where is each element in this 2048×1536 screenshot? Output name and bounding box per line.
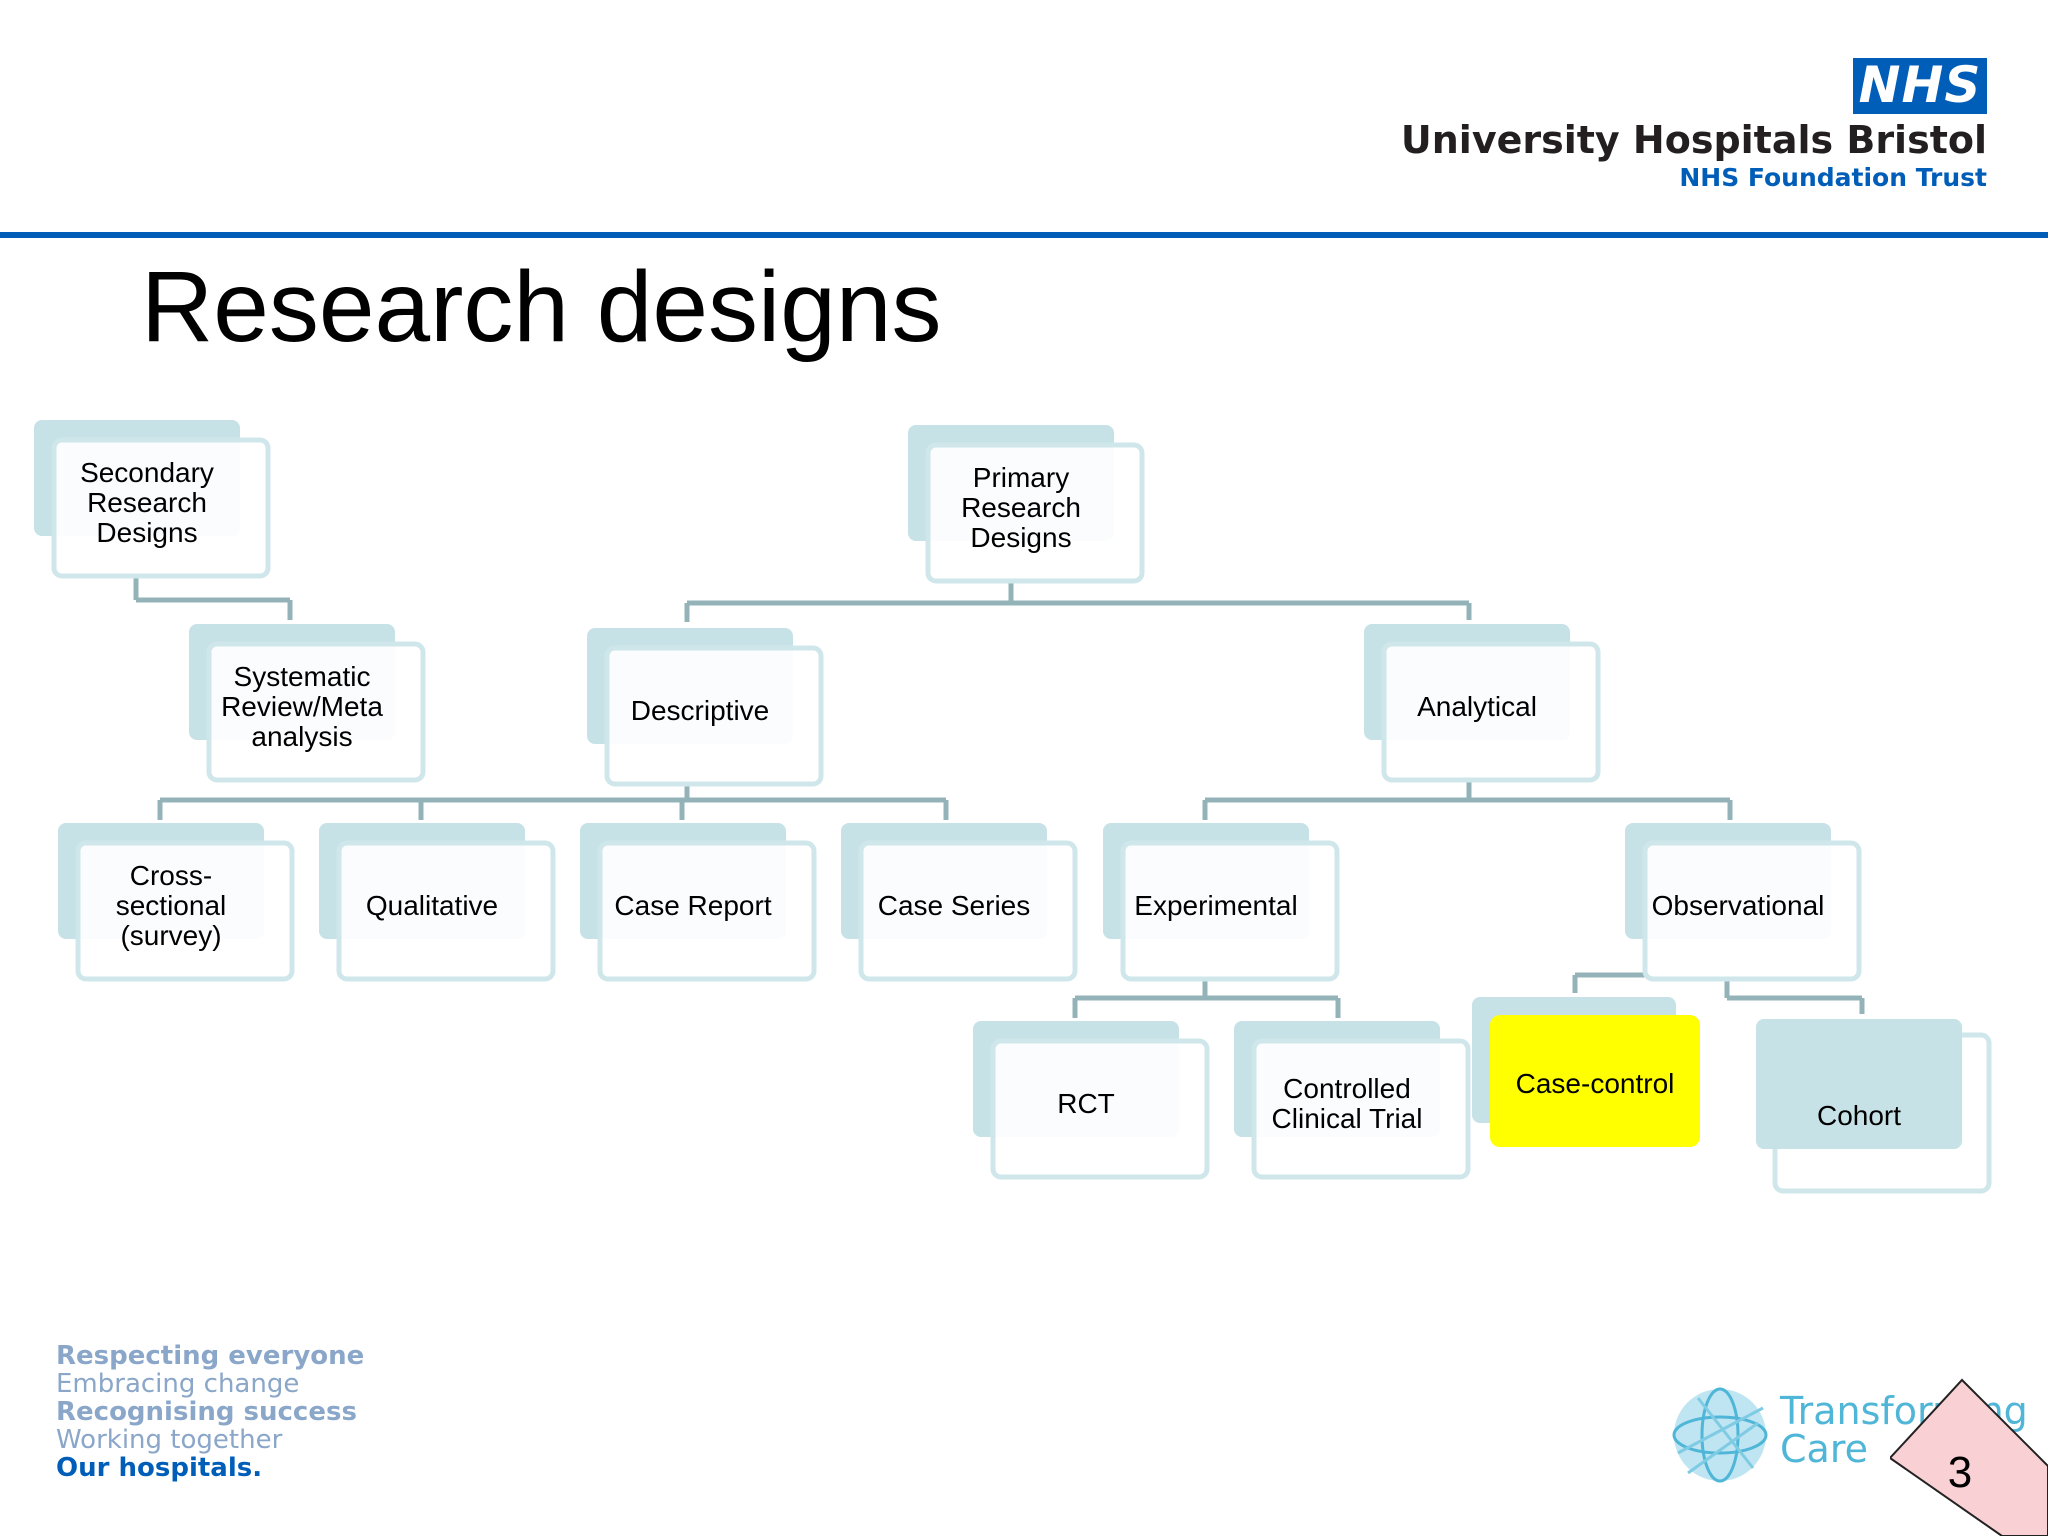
node-caseseries: Case Series [841,823,1078,982]
header-rule [0,232,2048,238]
node-qualitative: Qualitative [319,823,556,982]
value-line: Our hospitals. [56,1453,263,1483]
node-box [858,840,1078,982]
page-number: 3 [1947,1448,1973,1497]
node-label: Experimental [1134,890,1297,921]
node-label: RCT [1057,1088,1115,1119]
node-descriptive: Descriptive [587,628,824,787]
node-label: Descriptive [631,695,769,726]
node-label: Case Series [878,890,1031,921]
page-title: Research designs [141,251,942,363]
node-analytical: Analytical [1364,624,1601,783]
value-line: Respecting everyone [56,1341,365,1371]
node-label: Case Report [614,890,771,921]
node-box [1490,1015,1700,1147]
node-label: Analytical [1417,691,1537,722]
node-box [1251,1038,1471,1180]
node-box [1120,840,1340,982]
node-box [597,840,817,982]
globe-icon [1672,1387,1768,1483]
node-rct: RCT [973,1021,1210,1180]
node-box [51,437,271,579]
node-box [336,840,556,982]
node-label: Cohort [1817,1100,1901,1131]
value-line: Working together [56,1425,283,1455]
values-statement: Respecting everyone Embracing change Rec… [56,1342,364,1482]
value-line: Recognising success [56,1397,357,1427]
node-label: Cross-sectional(survey) [116,860,227,951]
node-cohort: Cohort [1756,1019,1992,1194]
node-observational: Observational [1625,823,1862,982]
nhs-logo: NHS [1853,56,1987,114]
node-casecontrol: Case-control [1472,997,1700,1147]
org-name: University Hospitals Bristol [1400,118,1987,162]
node-cross: Cross-sectional(survey) [58,823,295,982]
node-box [1642,840,1862,982]
tc-line: Care [1780,1427,1868,1471]
node-box [75,840,295,982]
node-label: Qualitative [366,890,498,921]
node-box [206,641,426,783]
node-shadow [1756,1019,1962,1149]
node-casereport: Case Report [580,823,817,982]
node-experimental: Experimental [1103,823,1340,982]
node-label: Case-control [1516,1068,1675,1099]
value-line: Embracing change [56,1369,300,1399]
node-box [604,645,824,787]
node-box [1381,641,1601,783]
page-number-marker [1890,1378,2048,1536]
node-label: Observational [1652,890,1825,921]
org-subtitle: NHS Foundation Trust [1679,163,1987,192]
node-box [925,442,1145,584]
node-box [990,1038,1210,1180]
